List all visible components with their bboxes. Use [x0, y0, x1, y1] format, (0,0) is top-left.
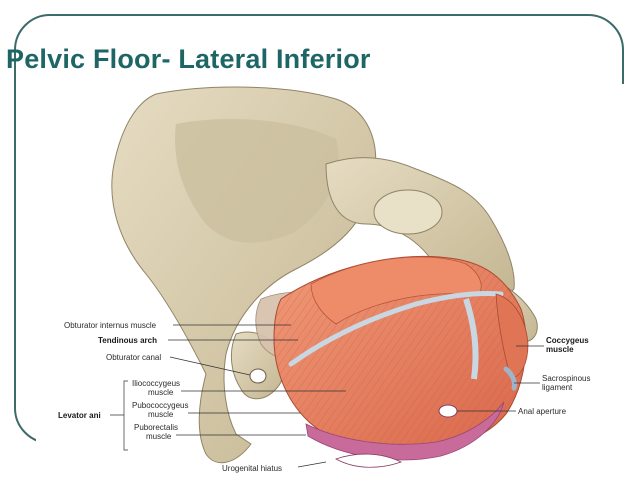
ilium-fossa-shadow	[175, 119, 339, 243]
pelvic-floor-illustration: Obturator internus muscle Tendinous arch…	[58, 86, 590, 473]
label-pubococcygeus-1: Pubococcygeus	[132, 401, 188, 410]
label-levator-ani: Levator ani	[58, 411, 101, 420]
label-iliococcygeus-1: Iliococcygeus	[132, 379, 180, 388]
tendinous-arch-fascia	[288, 291, 504, 367]
label-sacrospinous-1: Sacrospinous	[542, 374, 590, 383]
label-puborectalis-2: muscle	[146, 432, 172, 441]
label-tendinous-arch: Tendinous arch	[98, 336, 157, 345]
label-coccygeus-1: Coccygeus	[546, 336, 589, 345]
label-puborectalis-1: Puborectalis	[134, 423, 178, 432]
slide-title: Pelvic Floor- Lateral Inferior	[6, 44, 371, 74]
anococcygeal-raphe	[463, 298, 479, 380]
label-obturator-canal: Obturator canal	[106, 353, 161, 362]
anal-aperture	[438, 404, 458, 418]
leader-obturator-canal	[169, 356, 251, 376]
coccygeus-muscle	[495, 293, 529, 380]
sacrospinous-ligament	[503, 366, 517, 391]
sacral-promontory	[373, 189, 443, 235]
label-obturator-internus: Obturator internus muscle	[64, 321, 157, 330]
label-urogenital-hiatus: Urogenital hiatus	[222, 464, 282, 473]
anatomy-figure: Obturator internus muscle Tendinous arch…	[36, 84, 638, 479]
leader-urogenital-hiatus	[297, 461, 327, 468]
label-pubococcygeus-2: muscle	[148, 410, 174, 419]
levator-ani-bracket	[110, 380, 128, 451]
label-anal-aperture: Anal aperture	[518, 407, 567, 416]
label-sacrospinous-2: ligament	[542, 383, 573, 392]
label-coccygeus-2: muscle	[546, 345, 574, 354]
urogenital-hiatus	[335, 453, 403, 468]
label-iliococcygeus-2: muscle	[148, 388, 174, 397]
obturator-canal	[249, 368, 267, 384]
